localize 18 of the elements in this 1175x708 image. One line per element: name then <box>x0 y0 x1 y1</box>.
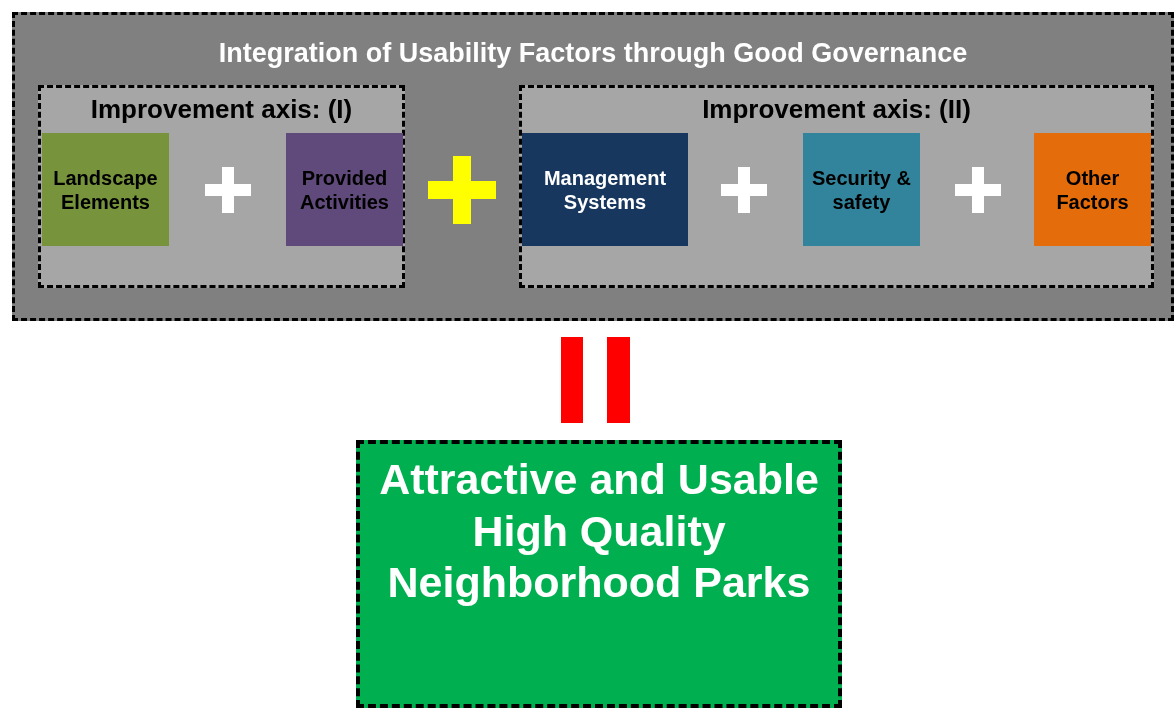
result-box <box>356 440 842 708</box>
factor-box <box>1034 133 1151 246</box>
factor-label: Other Factors <box>1055 165 1130 214</box>
factor-box <box>522 133 688 246</box>
governance-panel <box>12 12 1174 321</box>
factor-box <box>803 133 920 246</box>
axis-panel <box>519 85 1154 288</box>
factor-label: Landscape Elements <box>52 165 159 214</box>
panel-title: Integration of Usability Factors through Good Governance <box>218 37 968 70</box>
axis-title: Improvement axis: (I) <box>90 94 353 126</box>
factor-label: Management Systems <box>542 165 668 214</box>
factor-box <box>286 133 403 246</box>
factor-label: Provided Activities <box>299 165 390 214</box>
axis-title: Improvement axis: (II) <box>702 94 971 126</box>
factor-label: Security & safety <box>811 165 912 214</box>
axis-panel <box>38 85 405 288</box>
result-label: Attractive and Usable High Quality Neighborhood Parks <box>378 454 820 609</box>
factor-box <box>42 133 169 246</box>
